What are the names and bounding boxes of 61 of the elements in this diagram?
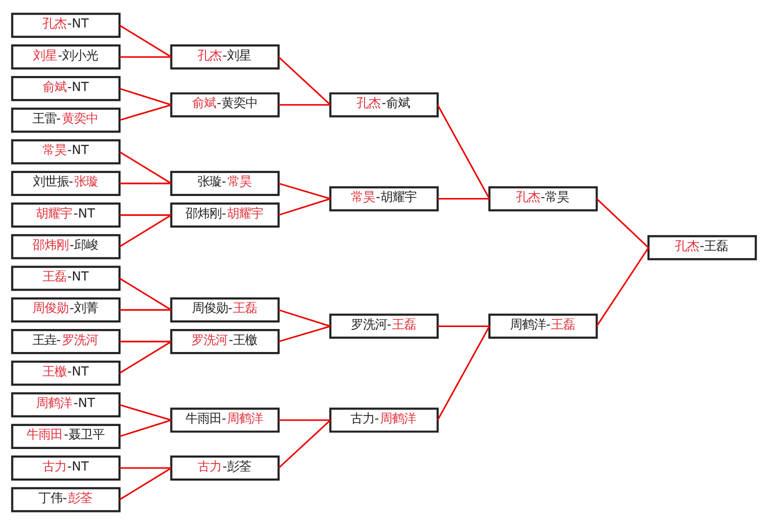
node-box: 孔杰-刘星 [170,44,280,70]
connector [278,56,331,106]
node-box: 刘世振-张璇 [11,170,121,196]
connector [120,309,172,311]
node-box: 常昊-NT [11,139,121,164]
node-box: 俞斌-NT [11,76,121,102]
connector [119,419,172,438]
connector [119,88,172,106]
connector [119,104,172,121]
node-box: 刘星-刘小光 [11,44,121,70]
connector [436,326,490,420]
connector [596,198,649,248]
connector [438,198,490,200]
node-box: 罗洗河-王檄 [170,329,280,354]
connector [119,151,172,184]
connector [278,325,331,342]
node-box: 胡耀宇-NT [11,202,121,228]
node-box: 王磊-NT [11,266,121,291]
node-box: 罗洗河-王磊 [329,314,439,339]
node-box: 周鹤洋-王磊 [488,314,598,339]
connector [119,278,172,311]
node-box: 邵炜刚-邱峻 [11,234,121,260]
connector [120,56,172,58]
connector [119,214,172,248]
connector [119,467,172,500]
connector [119,340,172,374]
node-box: 孔杰-NT [11,12,121,38]
node-box: 孔杰-常昊 [488,186,598,212]
connector [120,340,172,342]
connector [278,182,331,200]
node-box: 牛雨田-周鹤洋 [170,408,280,433]
connector [278,104,330,106]
connector [278,420,331,469]
connector [278,198,331,216]
node-box: 王檄-NT [11,360,121,386]
node-box: 王垚-罗洗河 [11,329,121,354]
node-box: 牛雨田-聂卫平 [11,424,121,449]
node-box: 常昊-胡耀宇 [329,186,439,212]
connector [438,325,490,327]
node-box: 邵炜刚-胡耀宇 [170,202,280,228]
node-box: 丁伟-彭荃 [11,487,121,512]
node-box: 张璇-常昊 [170,170,280,196]
node-box: 古力-周鹤洋 [329,408,439,433]
connector [278,309,331,327]
connector [120,182,172,184]
node-box: 古力-NT [11,456,121,481]
node-box: 俞斌-黄奕中 [170,92,280,118]
connector [120,467,172,469]
node-box: 孔杰-王磊 [647,235,757,260]
connector [278,419,330,421]
node-box: 周俊勋-刘菁 [11,297,121,322]
node-box: 古力-彭荃 [170,456,280,481]
connector [119,24,172,58]
connector [120,214,172,216]
node-box: 周鹤洋-NT [11,392,121,418]
connector [119,404,172,421]
connector [596,247,650,327]
node-box: 王雷-黄奕中 [11,108,121,133]
node-box: 周俊勋-王磊 [170,297,280,322]
connector [436,104,490,200]
node-box: 孔杰-俞斌 [329,92,439,118]
